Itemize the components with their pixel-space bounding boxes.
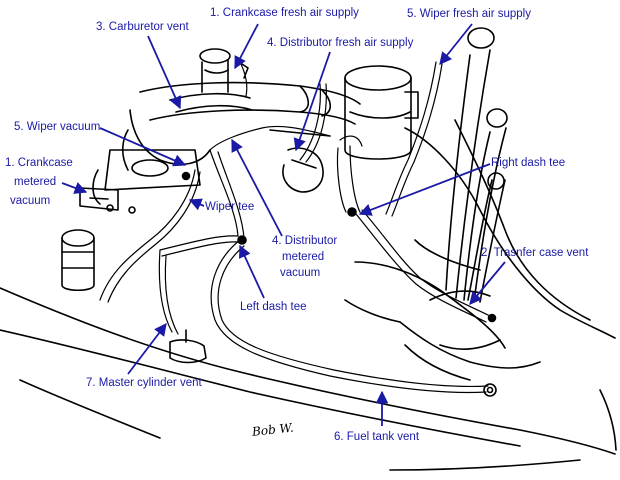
arrow-dist-metered <box>231 138 283 237</box>
signature: Bob W. <box>250 421 294 439</box>
label-dist-fresh: 4. Distributor fresh air supply <box>267 37 414 49</box>
label-left-dash-tee: Left dash tee <box>240 301 307 313</box>
labels: 1. Crankcase fresh air supply 5. Wiper f… <box>5 7 589 443</box>
label-crankcase-metered-3: vacuum <box>10 195 50 207</box>
label-wiper-tee: Wiper tee <box>205 201 254 213</box>
label-crankcase-metered-1: 1. Crankcase <box>5 157 73 169</box>
label-dist-metered-2: metered <box>282 251 324 263</box>
arrow-wiper-tee <box>188 198 205 211</box>
arrow-carb-vent <box>147 35 182 110</box>
label-wiper-vacuum: 5. Wiper vacuum <box>14 121 100 133</box>
label-fuel-tank: 6. Fuel tank vent <box>334 431 420 443</box>
label-crankcase-fresh: 1. Crankcase fresh air supply <box>210 7 359 19</box>
label-carb-vent: 3. Carburetor vent <box>96 21 189 33</box>
arrow-crankcase-fresh <box>234 23 259 70</box>
label-master-cyl: 7. Master cylinder vent <box>86 377 202 389</box>
label-dist-metered-3: vacuum <box>280 267 320 279</box>
callout-arrows <box>61 23 506 426</box>
arrow-right-dash-tee <box>358 163 491 216</box>
label-wiper-fresh: 5. Wiper fresh air supply <box>407 8 531 20</box>
label-transfer-case: 2. Trasnfer case vent <box>481 247 589 259</box>
arrow-transfer-case <box>469 261 506 305</box>
arrow-wiper-fresh <box>439 23 473 65</box>
arrow-wiper-vacuum <box>99 127 187 167</box>
arrow-left-dash-tee <box>239 244 265 299</box>
arrow-crankcase-metered <box>61 182 88 194</box>
label-right-dash-tee: Right dash tee <box>491 157 565 169</box>
arrow-master-cyl <box>127 322 167 375</box>
label-crankcase-metered-2: metered <box>14 176 56 188</box>
arrow-dist-fresh <box>293 51 331 152</box>
label-dist-metered-1: 4. Distributor <box>272 235 337 247</box>
